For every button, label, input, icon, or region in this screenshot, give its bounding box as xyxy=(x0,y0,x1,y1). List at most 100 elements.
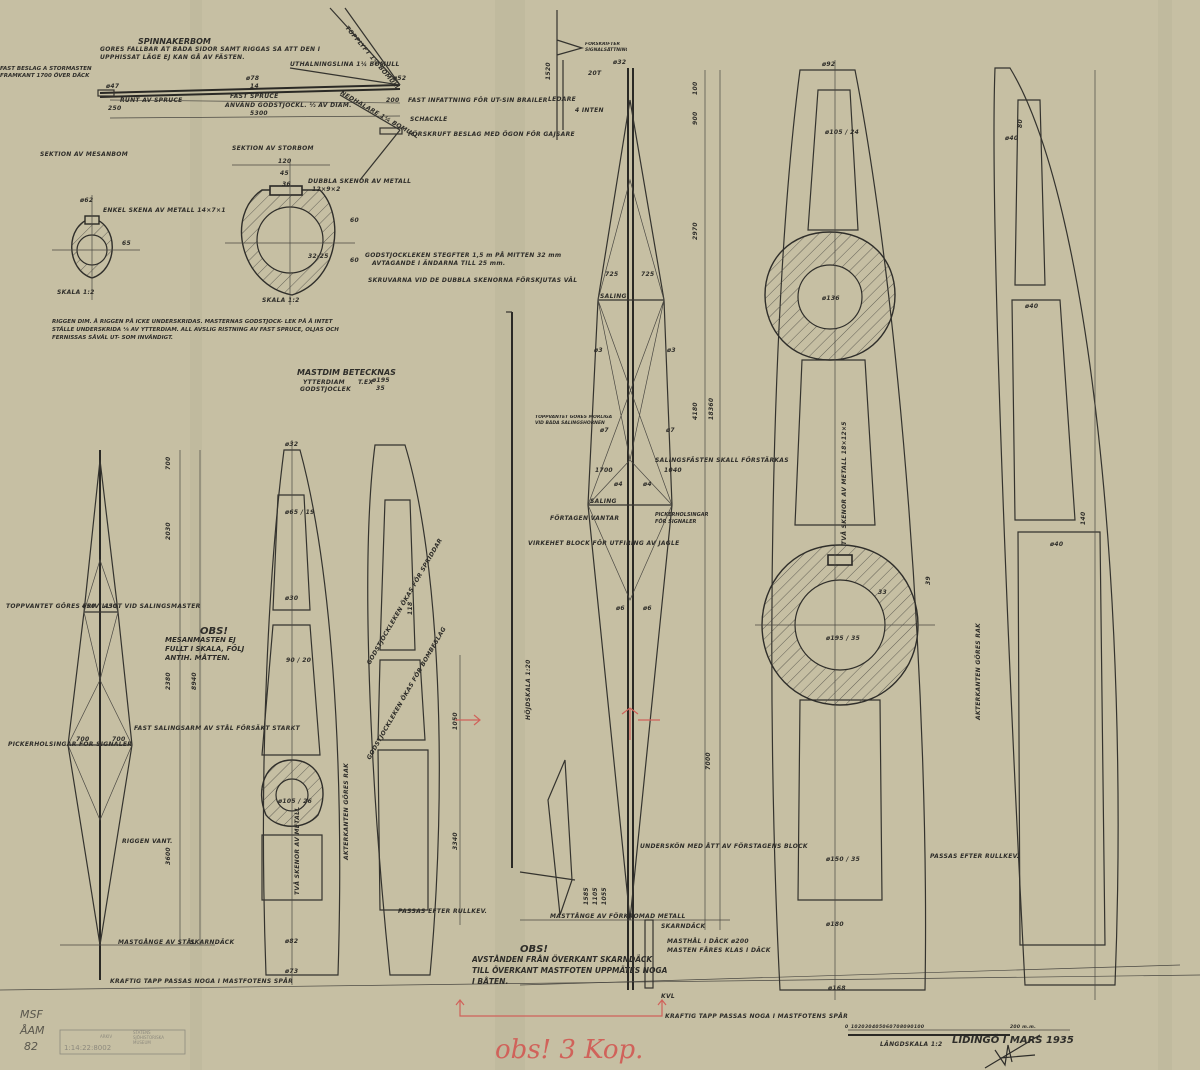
paper-fold xyxy=(1158,0,1172,1070)
legend-wall: GODSTJOCLEK xyxy=(300,386,352,393)
spinnaker-hook: SCHACKLE xyxy=(410,116,448,123)
mizzen-prof-dim-3340: 3340 xyxy=(452,832,459,850)
mizzen-dim-8940: 8940 xyxy=(191,672,198,690)
legend-outer: YTTERDIAM xyxy=(303,379,345,386)
main-dim-wall: 32-25 xyxy=(308,253,329,260)
main-saling-2: SALING xyxy=(590,498,617,505)
mizzen-dia-65: ø65 / 19 xyxy=(284,509,315,516)
spinnaker-dim-right: 200 xyxy=(386,97,399,104)
mizzen-section-title: SEKTION AV MESANBOM xyxy=(40,151,128,158)
mizzen-boom-section xyxy=(52,195,140,300)
main-dim-1040: 1040 xyxy=(664,467,682,474)
red-annotation: obs! 3 Kop. xyxy=(495,1035,643,1065)
main-dim-1105: 1105 xyxy=(592,887,599,905)
mizzen-prof-dim-118: 118 xyxy=(407,602,414,615)
mizzen-obs-text: MESANMASTEN EJ FULLT I SKALA, FÖLJ ANTIH… xyxy=(165,636,245,662)
main-label-salingsfasten: SALINGSFÄSTEN SKALL FÖRSTÄRKAS xyxy=(655,457,789,464)
archive-line3: 82 xyxy=(24,1040,38,1053)
note-wall2: AVTAGANDE I ÄNDARNA TILL 25 mm. xyxy=(371,260,505,267)
main-dim-4180: 4180 xyxy=(692,402,699,420)
back-dim-140: 140 xyxy=(1080,512,1087,525)
main-prof-dim-33: 33 xyxy=(878,589,887,596)
flag-label: FÖRSKRIFTER SIGNALSÄTTNINGSFLAGGAN xyxy=(585,42,627,53)
rig-dim-8: ø6 xyxy=(642,605,652,612)
scale-tick-100: 100 xyxy=(914,1024,924,1030)
scale-tick-90: 90 xyxy=(907,1024,914,1030)
main-prof-dia-180: ø180 xyxy=(825,921,844,928)
main-boom-section xyxy=(225,160,355,305)
main-prof-dia-150: ø150 / 35 xyxy=(825,856,860,863)
back-dia-40b: ø40 xyxy=(1024,303,1038,310)
main-label-signal: PICKERHOLSINGAR FÖR SIGNALER xyxy=(655,512,709,525)
main-dim-725a: 725 xyxy=(605,271,618,278)
legend-example-value: ø195 xyxy=(371,377,390,384)
main-rail-dim: 12×9×2 xyxy=(312,186,341,193)
red-markup xyxy=(455,707,667,1017)
main-scale: SKALA 1:2 xyxy=(262,297,300,304)
main-dim-2970: 2970 xyxy=(692,222,699,240)
spinnaker-fitting: FAST INFATTNING FÖR UT-SIN BRAILER xyxy=(408,97,548,104)
mizzen-dim-450b: 450 xyxy=(104,603,117,610)
height-scale-bar xyxy=(506,311,513,868)
rig-dim-6: ø4 xyxy=(642,481,652,488)
main-rail: DUBBLA SKENOR AV METALL xyxy=(308,178,411,185)
paper-fold xyxy=(495,0,525,1070)
legend-example-wall: 35 xyxy=(376,385,385,392)
mizzen-dia-top: ø32 xyxy=(284,441,298,448)
scale-tick-0: 0 xyxy=(845,1024,848,1030)
mizzen-dia-90: 90 / 20 xyxy=(286,657,311,664)
spinnaker-dim-left: 250 xyxy=(108,105,121,112)
main-prof-dia-168: ø168 xyxy=(827,985,846,992)
main-label-skarndack: SKARNDÄCK xyxy=(661,923,706,930)
back-dia-40c: ø40 xyxy=(1049,541,1063,548)
scale-tick-40: 40 xyxy=(872,1024,879,1030)
mizzen-dia-82: ø82 xyxy=(284,938,298,945)
spinnaker-spruce: RUNT AV SPRUCE xyxy=(120,97,183,104)
main-mast-elevation xyxy=(519,10,1181,990)
archive-line1: MSF xyxy=(20,1008,43,1021)
main-label-topvant: TOPPVANTET GÖRES MÖRLIGA VID BÅDA SALING… xyxy=(535,415,613,426)
spinnaker-fitting2: FÖRSKRUFT BESLAG MED ÖGON FÖR GAJSARE xyxy=(408,131,576,138)
back-dim-80: 80 xyxy=(1017,119,1024,128)
main-saling-1: SALING xyxy=(600,293,627,300)
flag-20t: 20T xyxy=(588,70,602,77)
main-rail-outer: 45 xyxy=(280,170,289,177)
back-rak: AKTERKANTEN GÖRES RAK xyxy=(975,622,982,721)
place-date: LIDINGÖ I MARS 1935 xyxy=(952,1032,1074,1046)
main-section-title: SEKTION AV STORBOM xyxy=(232,145,314,152)
spinnaker-title: SPINNAKERBOM xyxy=(138,37,211,46)
signature-mark xyxy=(984,1034,1041,1069)
scale-tick-60: 60 xyxy=(886,1024,893,1030)
scale-tick-200: 200 m.m. xyxy=(1010,1024,1036,1030)
scale-tick-50: 50 xyxy=(879,1024,886,1030)
mizzen-label-skarndack: SKARNDÄCK xyxy=(190,939,235,946)
main-dim-7000: 7000 xyxy=(705,752,712,770)
main-dim-60b: 60 xyxy=(350,257,359,264)
main-rail-inner: 36 xyxy=(282,181,291,188)
flag-ledare: LEDARE xyxy=(548,96,577,103)
main-dim-1585: 1585 xyxy=(583,887,590,905)
spinnaker-note: GÖRES FÄLLBAR ÅT BÅDA SIDOR SAMT RIGGAS … xyxy=(100,46,321,61)
spinnaker-left-note: FAST BESLAG Å STORMASTEN FRAMKANT 1700 Ö… xyxy=(0,66,92,79)
mizzen-dim-700b: 700 xyxy=(112,736,125,743)
spinnaker-dia-tip: ø52 xyxy=(392,75,406,82)
main-label-block: VIRKEHET BLOCK FÖR UTFIRING AV JAGLE xyxy=(528,540,680,547)
obs-main-title: OBS! xyxy=(520,944,548,955)
main-prof-dim-39: 39 xyxy=(925,576,932,585)
scale-tick-30: 30 xyxy=(865,1024,872,1030)
mizzen-label-signal: PICKERHOLSINGAR FÖR SIGNALER xyxy=(8,741,132,748)
main-mast-profile xyxy=(755,60,935,1000)
archive-stamp-number: 1:14:22:8002 xyxy=(64,1044,111,1052)
main-label-underskon: UNDERSKÖN MED ÅTT AV FÖRSTAGENS BLOCK xyxy=(640,843,809,850)
main-dim-1700: 1700 xyxy=(595,467,613,474)
spinnaker-line2: TOPPLYFT 1¼ BOMULL xyxy=(343,25,401,92)
mizzen-label-vant: RIGGEN VANT. xyxy=(122,838,173,845)
mizzen-dia: ø62 xyxy=(79,197,93,204)
mizzen-label-topvant: TOPPVANTET GÖRES FRIVILLIGT VID SALINGSM… xyxy=(6,603,201,610)
main-prof-dia-105: ø105 / 24 xyxy=(824,129,859,136)
mizzen-dim-700a: 700 xyxy=(76,736,89,743)
mizzen-label-tapp: KRAFTIG TAPP PASSAS NOGA I MASTFOTENS SP… xyxy=(110,978,293,985)
spinnaker-dia-end: ø47 xyxy=(105,83,120,90)
main-prof-dia-195: ø195 / 35 xyxy=(825,635,860,642)
archive-line2: ÅAM xyxy=(19,1024,45,1037)
